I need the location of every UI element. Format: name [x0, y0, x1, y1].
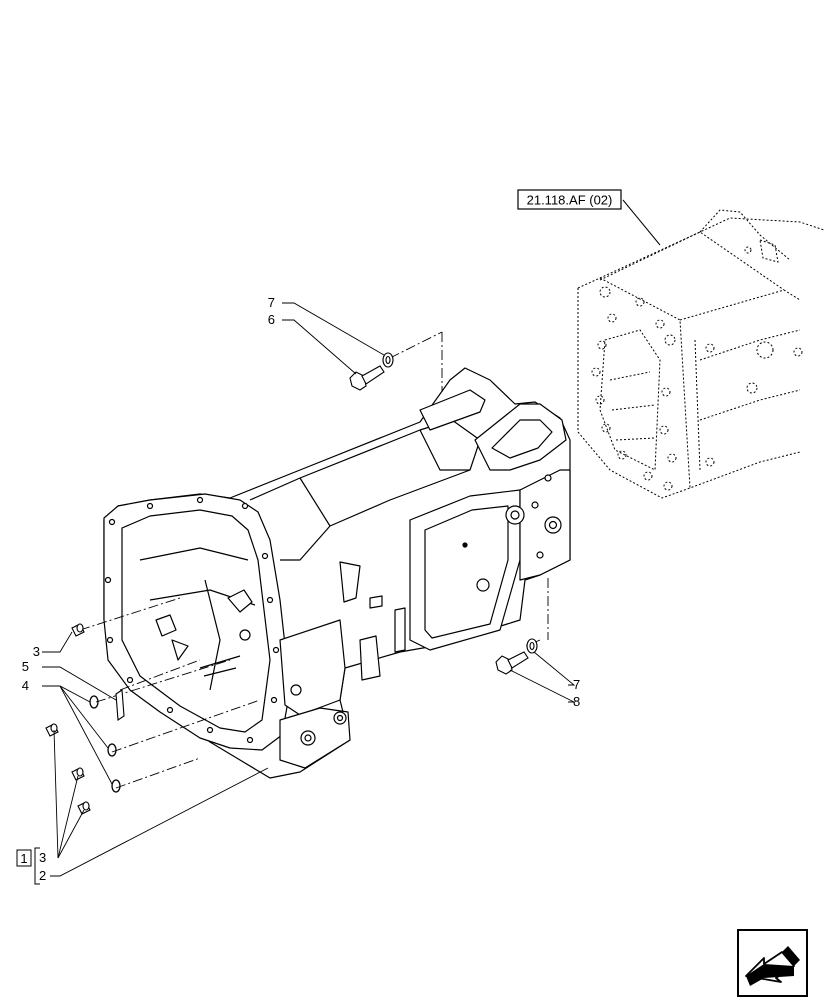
callout-4: 4 [22, 678, 29, 693]
group-box-label: 1 [20, 851, 27, 866]
leader-lines [42, 302, 576, 877]
reference-leader [622, 199, 661, 246]
reference-label: 21.118.AF (02) [527, 193, 613, 208]
washer-7-right[interactable] [526, 638, 538, 654]
reference-box[interactable]: 21.118.AF (02) [517, 189, 622, 210]
spring-pin-5[interactable] [115, 689, 125, 721]
callout-7-top: 7 [268, 295, 275, 310]
callout-7-right: 7 [573, 677, 580, 692]
adjacent-housing-dotted [577, 209, 824, 499]
callout-3-left: 3 [33, 644, 40, 659]
bolt-6[interactable] [349, 365, 385, 391]
transmission-housing [103, 367, 571, 779]
callout-6: 6 [268, 312, 275, 327]
callout-8: 8 [573, 694, 580, 709]
assembly-center-lines [79, 331, 549, 789]
navigation-arrow-icon[interactable] [737, 929, 808, 997]
dowel-pins[interactable] [45, 623, 91, 815]
group-item-2: 2 [39, 868, 46, 883]
group-callout[interactable]: 1 3 2 [16, 847, 46, 885]
bolt-8[interactable] [495, 651, 529, 675]
group-item-3: 3 [39, 850, 46, 865]
callout-5: 5 [22, 659, 29, 674]
washer-7-top[interactable] [382, 352, 394, 368]
